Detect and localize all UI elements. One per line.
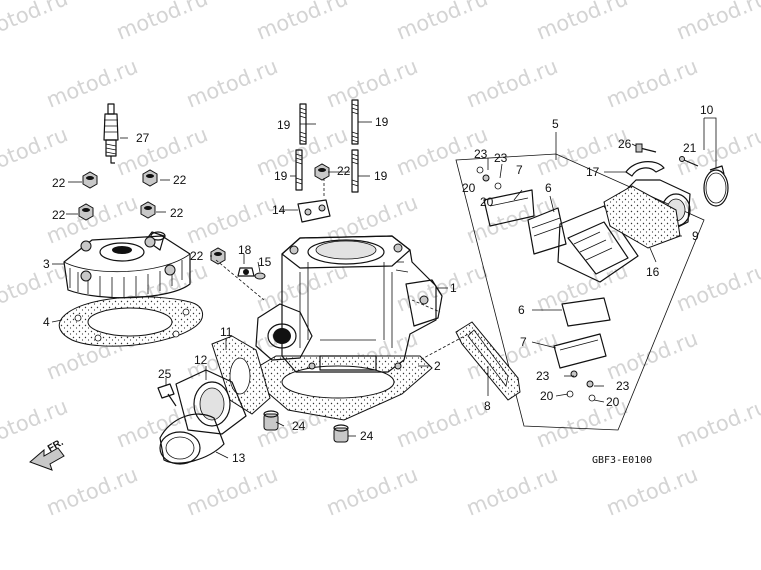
callout-22: 22 bbox=[337, 164, 351, 178]
dowel-collars bbox=[263, 410, 349, 443]
callout-16: 16 bbox=[646, 265, 660, 279]
watermark-text: motod.ru bbox=[0, 258, 71, 316]
callout-14: 14 bbox=[272, 203, 286, 217]
callout-22: 22 bbox=[52, 176, 66, 190]
callout-6: 6 bbox=[545, 181, 552, 195]
callout-22: 22 bbox=[173, 173, 187, 187]
callout-26: 26 bbox=[618, 137, 632, 151]
callout-23: 23 bbox=[616, 379, 630, 393]
leader-lines bbox=[51, 117, 717, 459]
callout-23: 23 bbox=[536, 369, 550, 383]
watermark-text: motod.ru bbox=[393, 0, 491, 45]
callout-8: 8 bbox=[484, 399, 491, 413]
callout-2: 2 bbox=[434, 359, 441, 373]
watermark-text: motod.ru bbox=[393, 394, 491, 452]
callout-17: 17 bbox=[586, 165, 600, 179]
watermark-text: motod.ru bbox=[463, 190, 561, 248]
watermark-text: motod.ru bbox=[183, 54, 281, 112]
callout-7: 7 bbox=[516, 163, 523, 177]
watermark-text: motod.ru bbox=[323, 462, 421, 520]
watermark-text: motod.ru bbox=[43, 462, 141, 520]
watermark-text: motod.ru bbox=[183, 190, 281, 248]
callout-22: 22 bbox=[190, 249, 204, 263]
callout-19: 19 bbox=[277, 118, 291, 132]
callout-15: 15 bbox=[258, 255, 272, 269]
watermark-text: motod.ru bbox=[603, 326, 701, 384]
watermark-text: motod.ru bbox=[463, 462, 561, 520]
callout-9: 9 bbox=[692, 229, 699, 243]
callout-19: 19 bbox=[374, 169, 388, 183]
callout-24: 24 bbox=[360, 429, 374, 443]
callout-22: 22 bbox=[170, 206, 184, 220]
callout-20: 20 bbox=[606, 395, 620, 409]
watermark-text: motod.ru bbox=[0, 0, 71, 45]
callout-19: 19 bbox=[375, 115, 389, 129]
reed-valve-assembly bbox=[455, 143, 729, 431]
callout-12: 12 bbox=[194, 353, 208, 367]
callout-20: 20 bbox=[480, 195, 494, 209]
callout-18: 18 bbox=[238, 243, 252, 257]
watermark-text: motod.ru bbox=[183, 462, 281, 520]
watermark-text: motod.ru bbox=[533, 0, 631, 45]
watermark-text: motod.ru bbox=[43, 54, 141, 112]
watermark-text: motod.ru bbox=[673, 394, 761, 452]
callout-23: 23 bbox=[494, 151, 508, 165]
diagram-code: GBF3-E0100 bbox=[592, 455, 652, 466]
callout-1: 1 bbox=[450, 281, 457, 295]
watermark-text: motod.ru bbox=[0, 122, 71, 180]
callout-19: 19 bbox=[274, 169, 288, 183]
stud-bolts bbox=[295, 99, 359, 193]
callout-20: 20 bbox=[540, 389, 554, 403]
callout-10: 10 bbox=[700, 103, 714, 117]
watermark-text: motod.ru bbox=[253, 0, 351, 45]
callout-13: 13 bbox=[232, 451, 246, 465]
callout-6: 6 bbox=[518, 303, 525, 317]
front-direction-label: FR. bbox=[46, 437, 66, 455]
cylinder-head-group bbox=[58, 231, 203, 347]
hose-clip bbox=[297, 199, 331, 223]
watermark-text: motod.ru bbox=[673, 0, 761, 45]
callout-23: 23 bbox=[474, 147, 488, 161]
watermark-text: motod.ru bbox=[113, 122, 211, 180]
front-direction-arrow bbox=[29, 447, 65, 471]
watermark-text: motod.ru bbox=[533, 258, 631, 316]
watermark-text: motod.ru bbox=[603, 54, 701, 112]
watermark-text: motod.ru bbox=[323, 54, 421, 112]
callout-7: 7 bbox=[520, 335, 527, 349]
callout-27: 27 bbox=[136, 131, 150, 145]
callout-24: 24 bbox=[292, 419, 306, 433]
assembly-lines bbox=[215, 178, 473, 361]
watermark-text: motod.ru bbox=[673, 258, 761, 316]
cylinder-group bbox=[245, 235, 443, 421]
bolt-washer bbox=[237, 267, 266, 280]
callout-25: 25 bbox=[158, 367, 172, 381]
watermark-text: motod.ru bbox=[113, 0, 211, 45]
watermark-text: motod.ru bbox=[393, 258, 491, 316]
callout-4: 4 bbox=[43, 315, 50, 329]
callout-20: 20 bbox=[462, 181, 476, 195]
flange-nuts bbox=[78, 163, 330, 265]
spark-plug bbox=[103, 103, 119, 164]
watermark-text: motod.ru bbox=[603, 462, 701, 520]
callout-5: 5 bbox=[552, 117, 559, 131]
watermark-text: motod.ru bbox=[113, 394, 211, 452]
callout-11: 11 bbox=[220, 325, 233, 339]
callout-22: 22 bbox=[52, 208, 66, 222]
callout-21: 21 bbox=[683, 141, 697, 155]
watermark-text: motod.ru bbox=[463, 54, 561, 112]
callout-3: 3 bbox=[43, 257, 50, 271]
